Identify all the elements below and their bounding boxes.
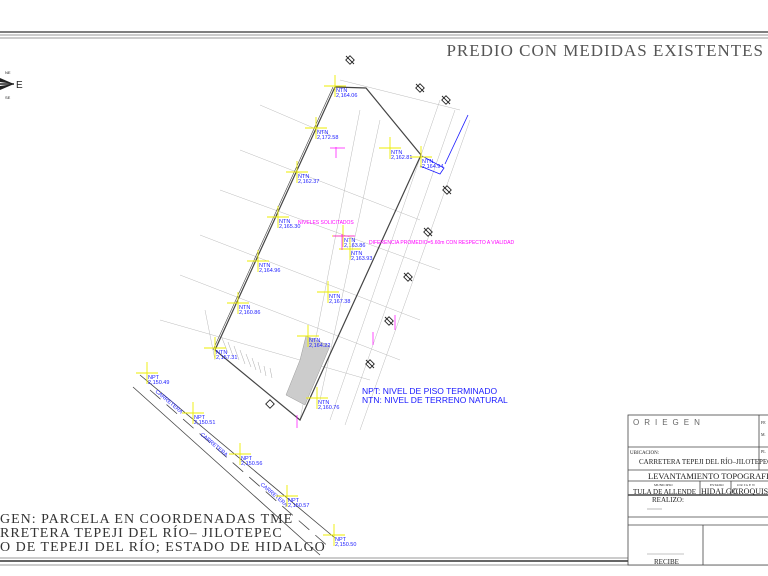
municipio-value: TULA DE ALLENDE — [633, 488, 696, 496]
point-value: 2,162.81 — [391, 155, 412, 161]
point-value: 2,160.86 — [239, 310, 260, 316]
point-value: 2,163.93 — [351, 256, 372, 262]
point-value: 2,157.31 — [216, 355, 237, 361]
estado-value: HIDALGO — [701, 487, 738, 496]
point-value: 2,150.51 — [194, 420, 215, 426]
point-value: 2,164.94 — [422, 164, 443, 170]
compass-se: SE — [5, 95, 11, 100]
slope-hatch — [221, 337, 273, 379]
point-value: 2,160.76 — [318, 405, 339, 411]
construction-lines — [159, 79, 471, 431]
north-arrow-icon: E NE SE — [0, 70, 23, 100]
ubicacion-label: UBICACION: — [630, 451, 659, 456]
point-value: 2,167.38 — [329, 299, 350, 305]
point-label: NPT — [288, 498, 300, 504]
drawing-title: PREDIO CON MEDIDAS EXISTENTES — [446, 41, 764, 60]
side-pl: PL — [761, 449, 766, 454]
compass-ne: NE — [5, 70, 11, 75]
municipio-label: MUNICIPIO — [654, 483, 673, 487]
side-fe: FE — [761, 420, 766, 425]
point-label: NTN — [309, 338, 320, 344]
company-name: ORIEGEN — [633, 418, 705, 427]
point-value: 2,172.58 — [317, 135, 338, 141]
road-label: CARRETERA — [154, 389, 184, 416]
point-value: 2,162.37 — [298, 179, 319, 185]
niveles-annotation: NIVELES SOLICITADOS — [298, 220, 354, 226]
description-line-1: GEN: PARCELA EN COORDENADAS TME — [0, 512, 293, 527]
point-value: 2,150.50 — [335, 542, 356, 548]
point-value: 2,164.06 — [336, 93, 357, 99]
point-label: NPT — [194, 415, 206, 421]
legend-npt: NPT: NIVEL DE PISO TERMINADO — [362, 386, 497, 396]
origen-value: CROQUIS — [733, 487, 768, 496]
blue-boundary — [419, 114, 469, 175]
monument-markers — [265, 55, 452, 409]
point-value: 2,150.56 — [241, 461, 262, 467]
point-value: 2,165.30 — [279, 224, 300, 230]
title-block — [627, 414, 768, 566]
point-label: NTN — [298, 174, 309, 180]
compass-east: E — [16, 80, 23, 91]
legend-ntn: NTN: NIVEL DE TERRENO NATURAL — [362, 395, 508, 405]
realizo-label: REALIZO: — [652, 496, 684, 504]
frame — [0, 31, 768, 566]
point-label: NTN — [318, 400, 329, 406]
point-label: NTN — [391, 150, 402, 156]
title-block-text: ORIEGEN UBICACION: CARRETERA TEPEJI DEL … — [630, 418, 768, 566]
point-label: NTN — [329, 294, 340, 300]
recibe-label: RECIBE — [654, 558, 679, 566]
magenta-annotations: NIVELES SOLICITADOS DIFERENCIA PROMEDIO=… — [296, 147, 514, 428]
point-label: NTN — [336, 88, 347, 94]
point-label: NPT — [241, 456, 253, 462]
parcel-outline — [212, 86, 422, 421]
point-label: NTN — [239, 305, 250, 311]
point-label: NTN — [216, 350, 227, 356]
point-label: NTN — [422, 159, 433, 165]
origen-label: O R I G E N — [737, 483, 755, 487]
point-value: 2,164.22 — [309, 343, 330, 349]
survey-type: LEVANTAMIENTO TOPOGRAFICO — [648, 471, 768, 481]
point-label: NPT — [148, 375, 160, 381]
point-label: NTN — [279, 219, 290, 225]
point-value: 2,163.86 — [344, 243, 365, 249]
description-line-3: O DE TEPEJI DEL RÍO; ESTADO DE HIDALGO — [0, 538, 326, 555]
point-value: 2,150.57 — [288, 503, 309, 509]
point-label: NTN — [351, 251, 362, 257]
estado-label: ESTADO — [710, 483, 724, 487]
description-line-2: RRETERA TEPEJI DEL RÍO– JILOTEPEC — [0, 524, 283, 541]
point-value: 2,164.96 — [259, 268, 280, 274]
diferencia-annotation: DIFERENCIA PROMEDIO=5.60m CON RESPECTO A… — [369, 240, 514, 246]
point-value: 2,150.49 — [148, 380, 169, 386]
ubicacion-value: CARRETERA TEPEJI DEL RÍO–JILOTEPEC — [639, 458, 768, 466]
point-label: NTN — [317, 130, 328, 136]
hatched-area — [285, 335, 331, 406]
point-label: NPT — [335, 537, 347, 543]
side-m: M. — [761, 432, 766, 437]
point-label: NTN — [259, 263, 270, 269]
road — [132, 374, 336, 556]
